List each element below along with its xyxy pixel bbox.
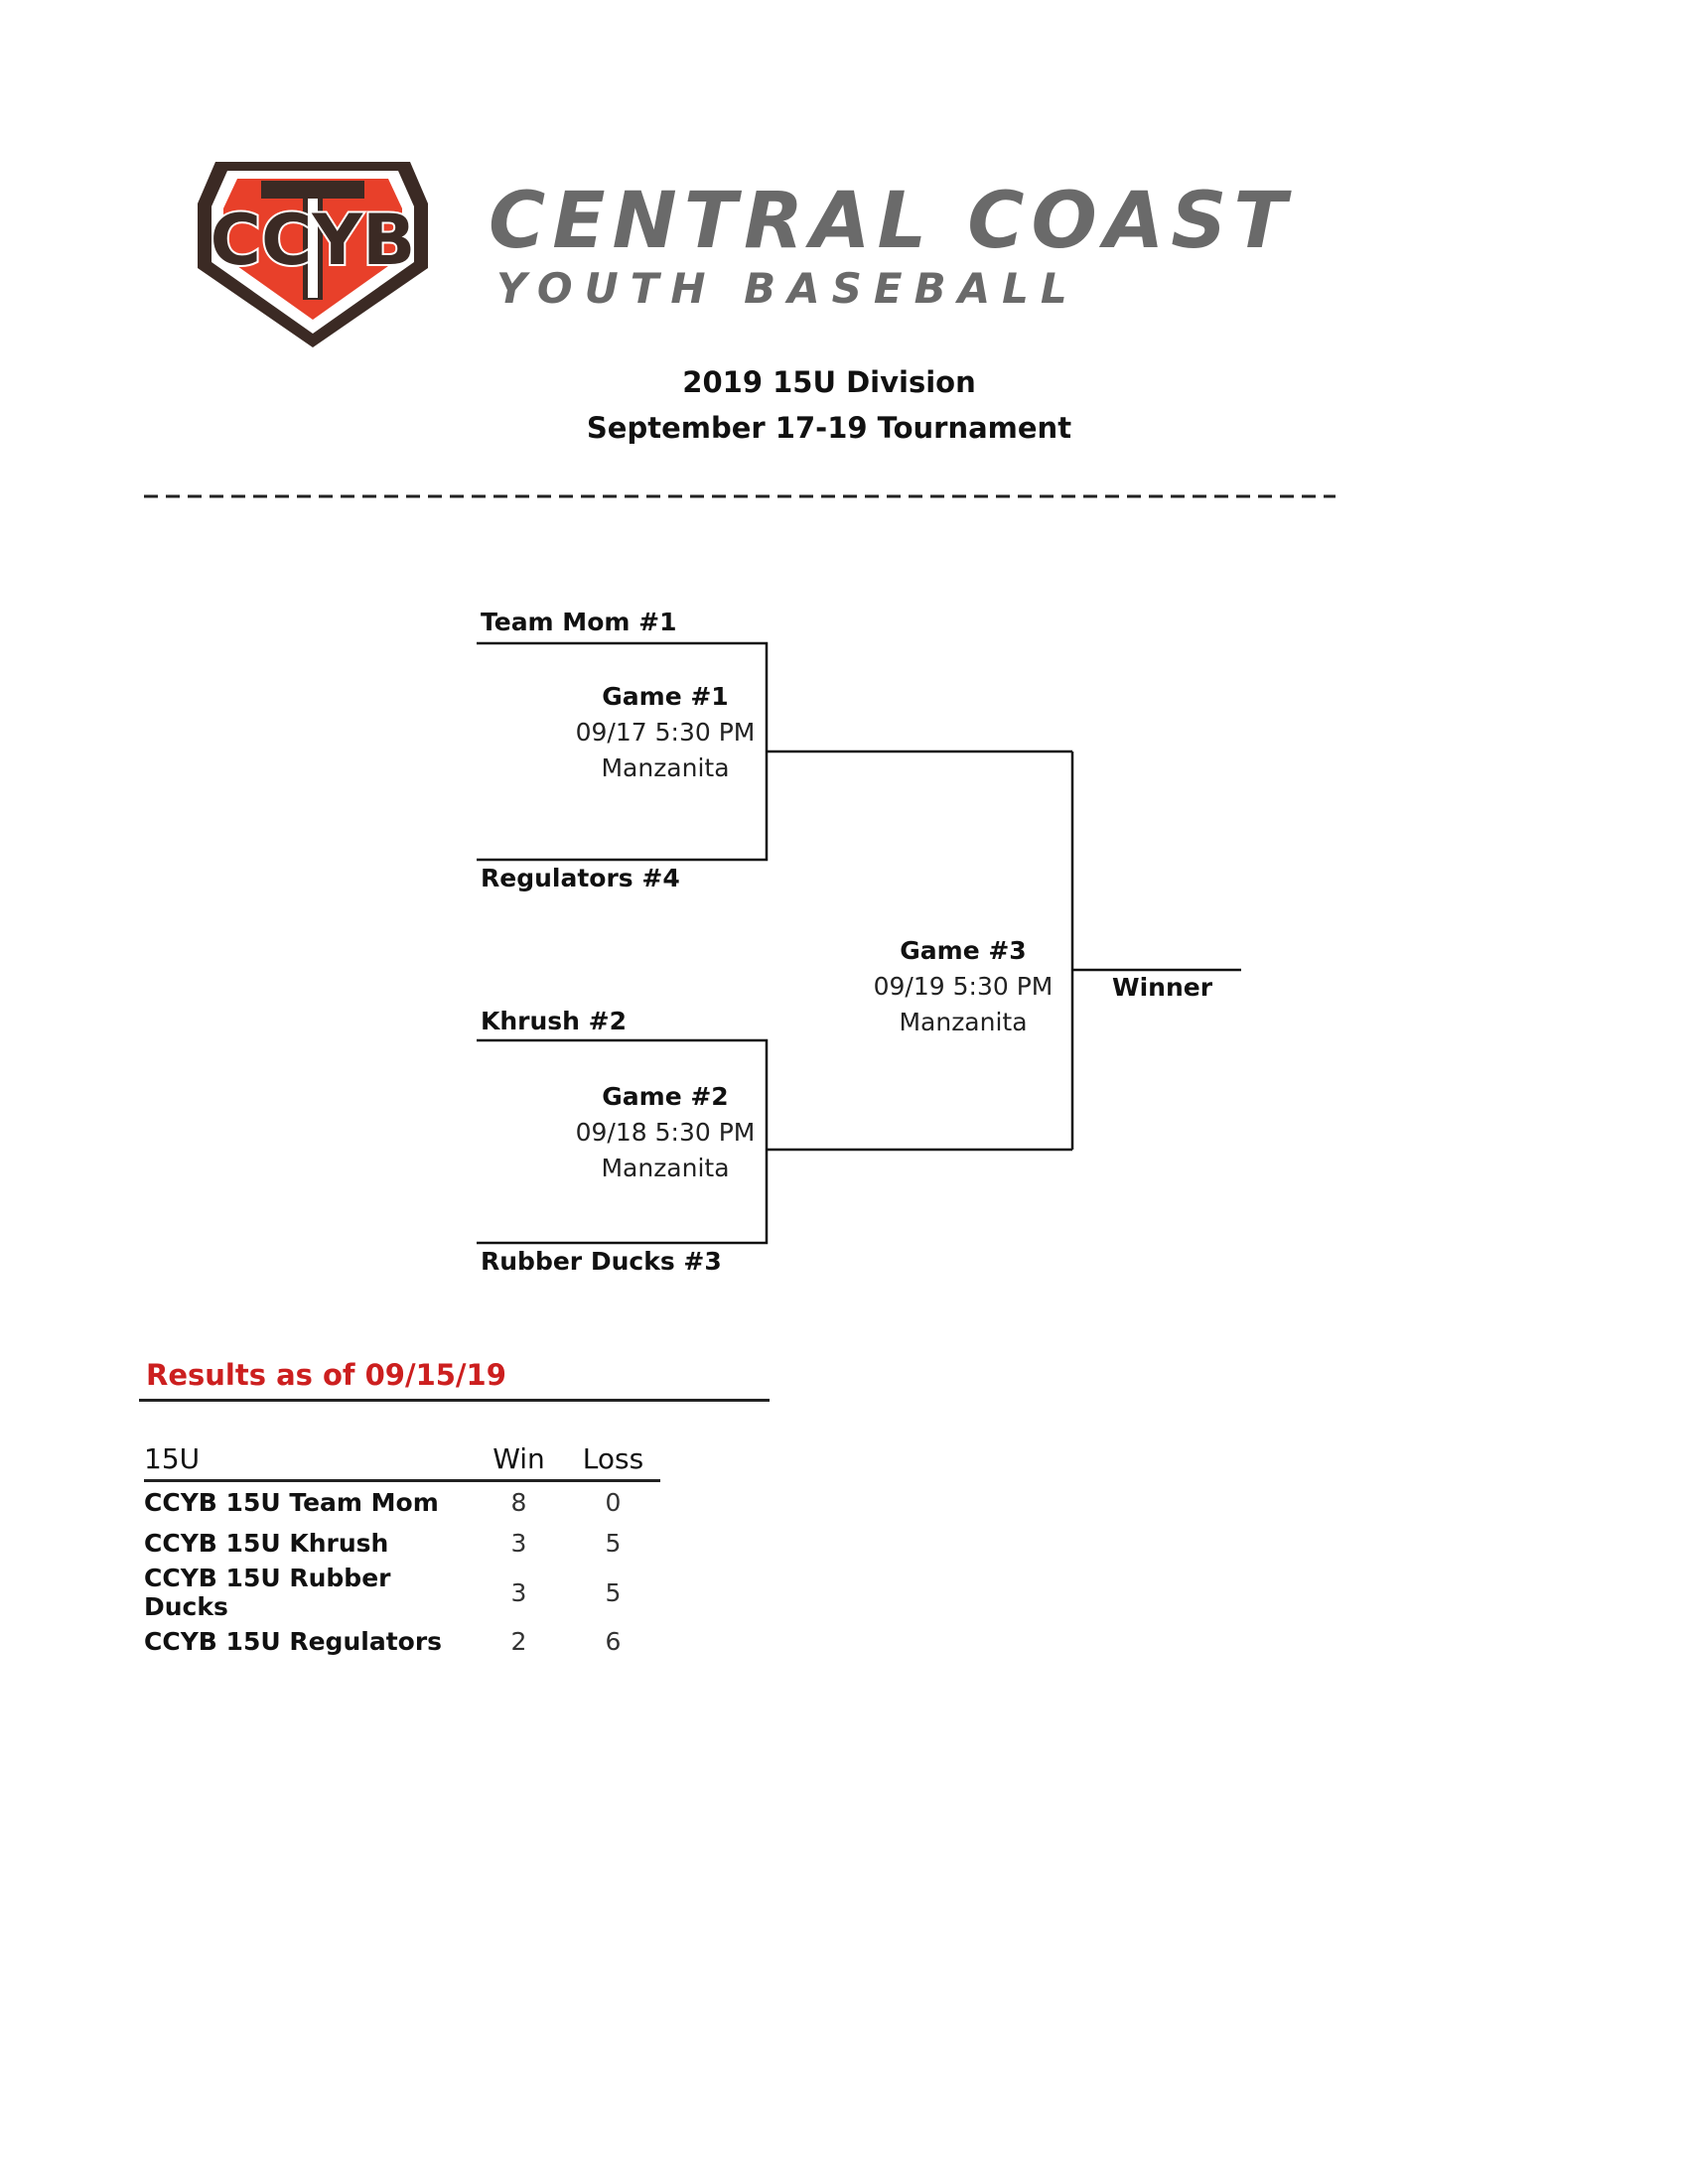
ccyb-logo: CCYB (194, 159, 432, 352)
bracket-team-slot3: Khrush #2 (481, 1007, 628, 1035)
col-division: 15U (144, 1439, 472, 1482)
game-2-datetime: 09/18 5:30 PM (575, 1118, 756, 1147)
game-3-datetime: 09/19 5:30 PM (873, 972, 1054, 1001)
bracket-team-slot1: Team Mom #1 (481, 608, 677, 636)
row-loss: 5 (605, 1577, 622, 1607)
game-2-location: Manzanita (601, 1154, 730, 1182)
results-heading: Results as of 09/15/19 (146, 1358, 506, 1392)
row-loss: 5 (605, 1529, 622, 1558)
results-rule (139, 1399, 770, 1402)
game-3-name: Game #3 (900, 936, 1027, 965)
standings-header-row: 15U Win Loss (144, 1439, 660, 1482)
game-3: Game #3 09/19 5:30 PM Manzanita (834, 933, 1092, 1040)
standings-table: 15U Win Loss CCYB 15U Team Mom 8 0 CCYB … (144, 1439, 660, 1662)
row-team: CCYB 15U Regulators (144, 1627, 443, 1656)
row-win: 3 (510, 1529, 527, 1558)
tournament-title: September 17-19 Tournament (586, 411, 1072, 445)
game-2-name: Game #2 (602, 1082, 729, 1111)
game-1-datetime: 09/17 5:30 PM (575, 718, 756, 747)
game-3-location: Manzanita (899, 1008, 1028, 1036)
bracket-team-slot4: Rubber Ducks #3 (481, 1247, 722, 1276)
wordmark: CENTRAL COAST YOUTH BASEBALL (489, 177, 1342, 326)
row-win: 8 (510, 1488, 527, 1517)
table-row: CCYB 15U Khrush 3 5 (144, 1523, 660, 1564)
game-1-location: Manzanita (601, 753, 730, 782)
winner-label: Winner (1112, 973, 1213, 1002)
division-title: 2019 15U Division (682, 365, 976, 399)
row-team: CCYB 15U Team Mom (144, 1488, 439, 1517)
col-loss: Loss (566, 1439, 660, 1482)
game-1-name: Game #1 (602, 682, 729, 711)
row-win: 2 (510, 1627, 527, 1656)
bracket-team-slot2: Regulators #4 (481, 864, 680, 892)
table-row: CCYB 15U Regulators 2 6 (144, 1621, 660, 1662)
col-win: Win (472, 1439, 566, 1482)
table-row: CCYB 15U Team Mom 8 0 (144, 1481, 660, 1524)
game-1: Game #1 09/17 5:30 PM Manzanita (536, 679, 794, 786)
row-team: CCYB 15U Rubber Ducks (144, 1564, 391, 1621)
table-row: CCYB 15U Rubber Ducks 3 5 (144, 1564, 660, 1621)
game-2: Game #2 09/18 5:30 PM Manzanita (536, 1079, 794, 1186)
dashed-divider (144, 477, 1336, 516)
row-team: CCYB 15U Khrush (144, 1529, 389, 1558)
row-win: 3 (510, 1577, 527, 1607)
wordmark-line1: CENTRAL COAST (489, 177, 1294, 266)
logo-text: CCYB (211, 200, 416, 281)
home-plate-logo-icon: CCYB (198, 162, 428, 347)
wordmark-line2: YOUTH BASEBALL (496, 264, 1079, 313)
row-loss: 6 (605, 1627, 622, 1656)
row-loss: 0 (605, 1488, 622, 1517)
